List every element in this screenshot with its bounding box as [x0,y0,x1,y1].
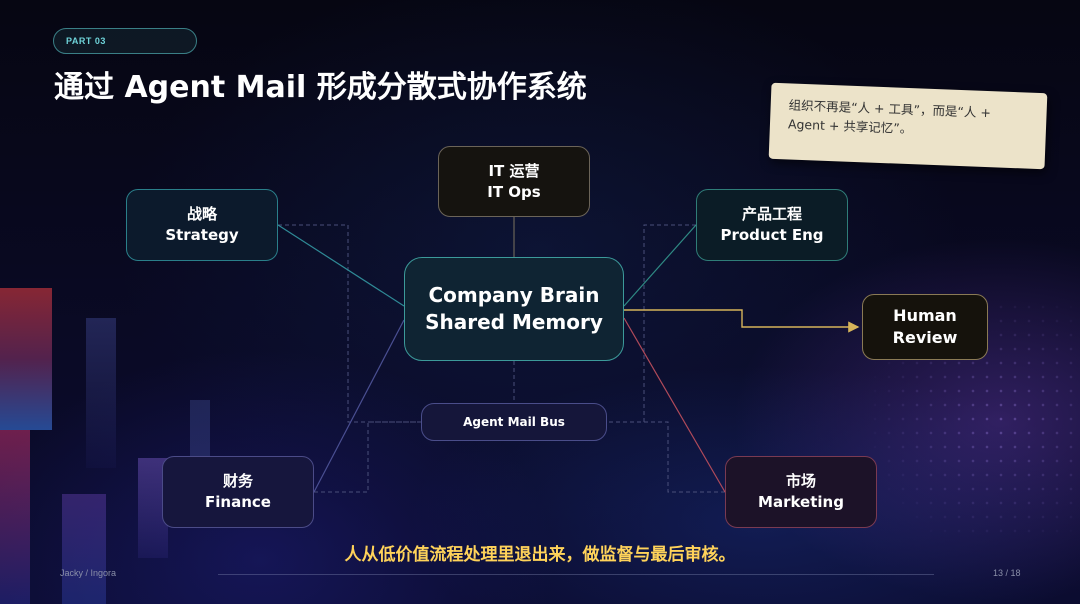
page-number: 13 / 18 [993,568,1021,578]
dashed-connector [314,421,421,493]
decor-bar [62,494,106,604]
link-marketing [623,317,726,493]
dashed-connector [607,421,725,493]
node-label-line1: Human [893,306,957,325]
node-label-en: Strategy [165,226,239,244]
node-product-eng: 产品工程 Product Eng [696,189,848,261]
node-label-line2: Review [892,328,958,347]
node-label-zh: 产品工程 [741,205,802,223]
slide-caption: 人从低价值流程处理里退出来，做监督与最后审核。 [344,545,736,565]
node-company-brain: Company Brain Shared Memory [404,257,624,361]
node-strategy: 战略 Strategy [126,189,278,261]
link-product-eng [623,224,697,307]
part-tag: PART 03 [53,28,197,54]
node-finance: 财务 Finance [162,456,314,528]
footer-divider [218,574,934,575]
node-human-review: Human Review [862,294,988,360]
node-label-zh: IT 运营 [488,161,540,180]
decor-bar [0,288,52,430]
link-human-review [624,309,860,333]
dashed-connector [278,224,421,423]
node-label-zh: 市场 [785,472,816,490]
decor-bar [86,318,116,468]
decor-bar [0,430,30,604]
link-strategy [277,224,405,307]
node-label-line1: Company Brain [428,283,600,307]
node-label-en: IT Ops [487,182,541,201]
node-marketing: 市场 Marketing [725,456,877,528]
node-label-en: Marketing [758,493,844,511]
slide-title: 通过 Agent Mail 形成分散式协作系统 [54,70,587,105]
node-label: Agent Mail Bus [463,415,565,429]
node-label-en: Finance [205,493,271,511]
node-label-zh: 财务 [222,472,253,490]
node-label-en: Product Eng [720,226,824,244]
node-agent-mail-bus: Agent Mail Bus [421,403,607,441]
node-label-zh: 战略 [186,205,217,223]
node-it-ops: IT 运营 IT Ops [438,146,590,217]
node-label-line2: Shared Memory [425,310,603,334]
footer-author: Jacky / Ingora [60,568,117,578]
link-finance [313,319,405,493]
